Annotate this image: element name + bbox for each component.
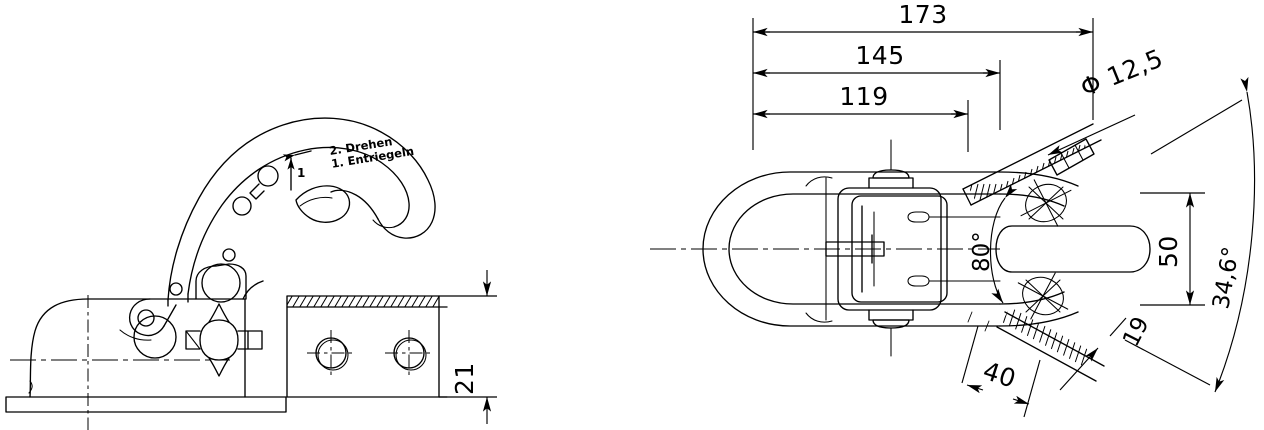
dimension-21: 21 <box>439 270 497 424</box>
dimension-173: 173 <box>753 0 1094 120</box>
drawbar-fork-outer <box>702 171 1001 327</box>
body-hole <box>133 315 177 359</box>
dim-arc-80 <box>989 184 1018 304</box>
bolt-head-upper <box>1048 138 1095 176</box>
clamp-bottom-boss <box>868 309 914 321</box>
instruction-label: 2. Drehen 1. Entriegeln <box>328 134 415 171</box>
dimension-119: 119 <box>753 82 969 152</box>
side-view: 1 2. Drehen 1. Entriegeln 21 <box>5 117 497 430</box>
arrow-step-number: 1 <box>297 166 305 180</box>
angle-leg-lower <box>1124 339 1211 386</box>
dimension-50: 50 <box>1140 192 1205 306</box>
dim-leader-diameter <box>1047 114 1136 156</box>
ext-line-start-40 <box>961 325 979 384</box>
hex-nut <box>185 303 263 377</box>
bolt-hole-right <box>385 330 433 377</box>
bolt-axis-lower-line2 <box>996 326 1097 382</box>
body-upper-right <box>999 171 1079 187</box>
dimension-value-80: 80° <box>969 231 995 272</box>
threaded-strip-lower <box>1002 307 1089 370</box>
nose-notch <box>28 380 33 394</box>
dimension-value-34-6: 34,6° <box>1208 245 1244 311</box>
plate-hatching <box>287 296 439 307</box>
bolt-axis-upper <box>962 123 1102 227</box>
clamp-slot-upper <box>907 211 930 223</box>
bolt-marker-lower <box>1017 272 1069 320</box>
plate-edge-extension <box>438 306 448 398</box>
bolt-hole-left <box>307 330 355 377</box>
dim-arrow-19-upper <box>1059 347 1099 391</box>
bolt-axis-upper-line1 <box>962 123 1094 190</box>
dimension-19: 19 <box>1059 313 1155 391</box>
upper-mechanism <box>195 263 247 303</box>
dimension-value-19: 19 <box>1118 313 1154 351</box>
dim-leader-19 <box>1109 317 1127 337</box>
ext-line-end-40 <box>1023 359 1041 418</box>
angle-leg-upper <box>1150 99 1243 155</box>
clamp-top-cap <box>872 169 910 179</box>
latch-assembly <box>119 282 183 341</box>
dimension-value-40: 40 <box>980 356 1020 394</box>
socket-body <box>995 225 1151 273</box>
arc-upper-detail <box>805 176 833 187</box>
unlock-arrow-marker: 1 <box>282 150 312 191</box>
dim-arrow-end-40 <box>1012 395 1030 405</box>
base-rail <box>5 396 287 413</box>
dimension-145: 145 <box>753 41 1001 130</box>
clamp-body <box>825 139 1001 357</box>
handle-lever <box>167 117 436 307</box>
dimension-value-21: 21 <box>450 362 479 395</box>
dimension-value-145: 145 <box>855 41 904 70</box>
dimension-value-diameter: Φ 12,5 <box>1076 43 1167 102</box>
clamp-slot-lower <box>907 275 930 287</box>
drawbar-fork-inner <box>728 193 1001 305</box>
body-lower-right <box>999 311 1079 327</box>
dimension-value-173: 173 <box>898 0 947 29</box>
dimension-value-50: 50 <box>1154 235 1183 268</box>
dimension-angle-80: 80° <box>969 184 1018 304</box>
mounting-plate-body <box>286 306 440 398</box>
body-lower-inner-right <box>999 291 1065 305</box>
clamp-bottom-cap <box>872 319 910 329</box>
clamp-top-boss <box>868 177 914 189</box>
body-nose-outline <box>29 298 246 398</box>
arc-lower-detail <box>805 312 833 323</box>
tick-marks-lower <box>967 311 990 332</box>
dimension-value-119: 119 <box>839 82 888 111</box>
dimension-40: 40 <box>961 325 1041 418</box>
dim-arc-34-6 <box>1214 76 1256 393</box>
top-view: 173 145 119 Φ 12,5 50 <box>650 0 1256 418</box>
bolt-axis-upper-endcap <box>962 188 972 206</box>
dim-arrow-start-40 <box>966 384 984 394</box>
bolt-marker-upper <box>1020 179 1072 227</box>
